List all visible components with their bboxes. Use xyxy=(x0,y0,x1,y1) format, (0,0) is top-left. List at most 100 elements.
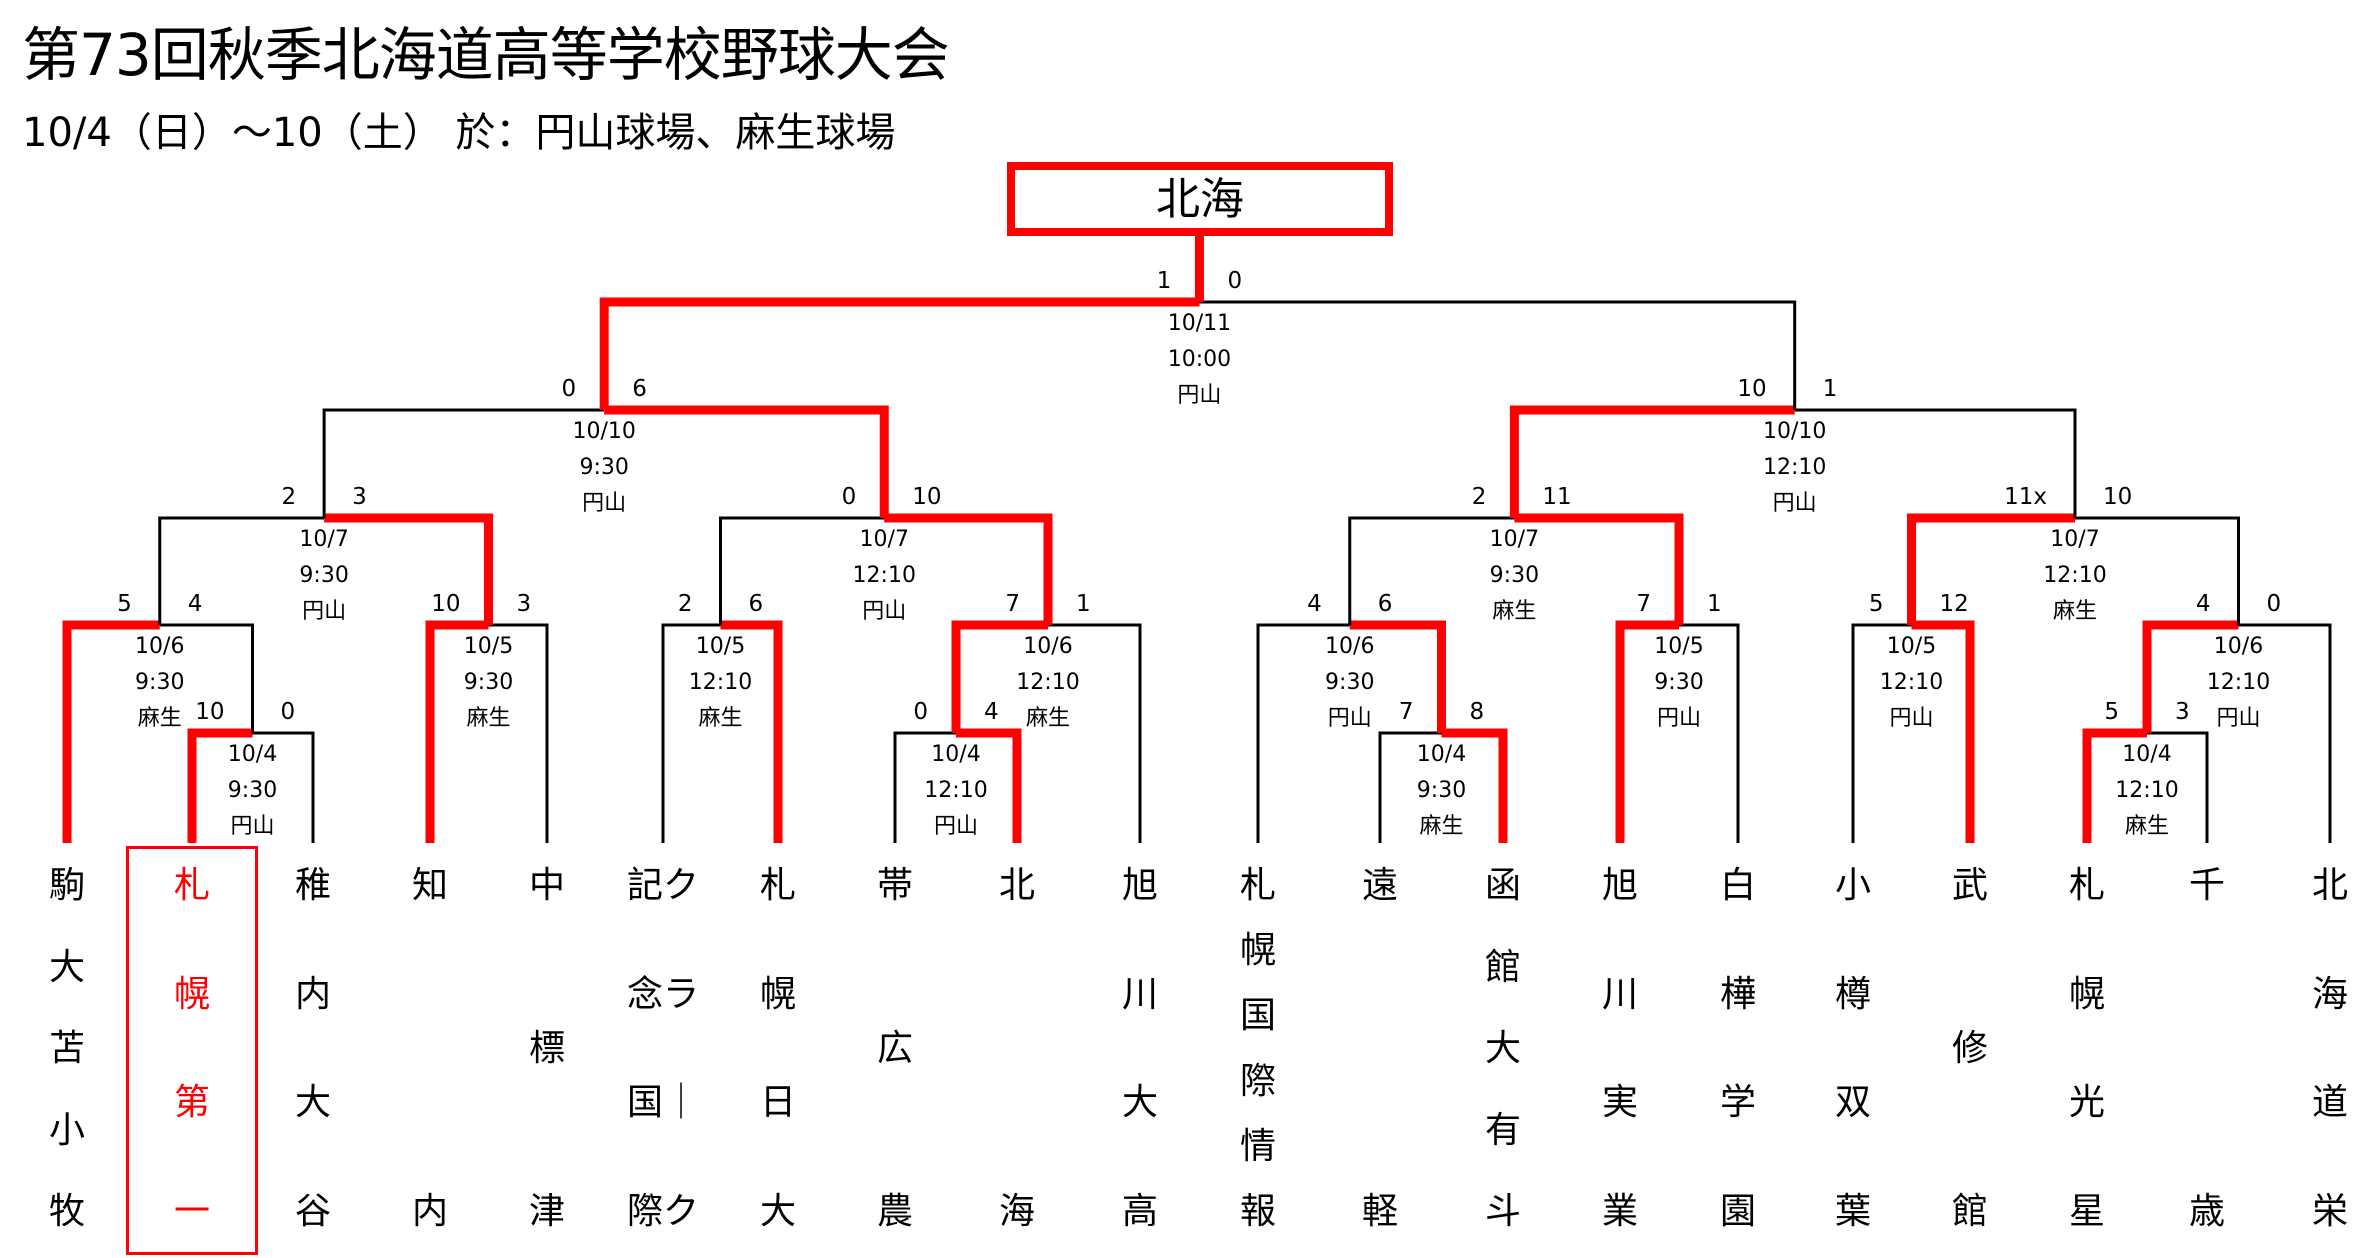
champion-name: 北海 xyxy=(1156,174,1244,225)
game-date: 10/6 xyxy=(135,634,184,659)
score-right: 0 xyxy=(1227,268,1242,294)
team-name-char: 農 xyxy=(876,1191,913,1232)
game-date: 10/6 xyxy=(1325,634,1374,659)
bracket-line-r2d xyxy=(951,620,1048,733)
game-venue: 円山 xyxy=(1177,383,1221,408)
team-name-char: 海 xyxy=(998,1191,1035,1232)
team-name-char: 歳 xyxy=(2188,1191,2225,1232)
score-left: 4 xyxy=(1307,591,1322,617)
team-name-char: 白 xyxy=(1719,865,1756,906)
bracket-line-r2h xyxy=(2142,620,2239,733)
team-name-char: 北 xyxy=(2311,865,2348,906)
team-name-char: 国｜ xyxy=(626,1082,699,1124)
game-time: 12:10 xyxy=(1016,670,1079,695)
team-name: 武修館 xyxy=(1910,868,2030,1258)
score-left: 4 xyxy=(2196,591,2211,617)
score-left: 5 xyxy=(1869,591,1884,617)
score-right: 4 xyxy=(188,591,203,617)
team-name-char: 斗 xyxy=(1484,1191,1521,1232)
score-left: 10 xyxy=(431,591,460,617)
game-venue: 円山 xyxy=(230,814,274,839)
score-left: 7 xyxy=(1399,699,1414,725)
team-name-char: 旭 xyxy=(1601,865,1638,906)
bracket-line-qfc xyxy=(1514,513,1684,625)
game-date: 10/4 xyxy=(228,742,277,767)
score-right: 8 xyxy=(1470,699,1485,725)
team-name: 旭川実業 xyxy=(1560,868,1680,1258)
team-name: 札幌日大 xyxy=(718,868,838,1258)
team-name-char: 帯 xyxy=(876,865,913,906)
team-name-char: 北 xyxy=(998,865,1035,906)
bracket-line-r2b xyxy=(425,620,489,843)
team-name-char: 栄 xyxy=(2311,1191,2348,1232)
team-name-char: 念ラ xyxy=(626,973,699,1015)
score-left: 11x xyxy=(2004,484,2047,510)
game-date: 10/5 xyxy=(1887,634,1936,659)
team-name-char: 実 xyxy=(1601,1082,1638,1124)
game-date: 10/7 xyxy=(299,527,348,552)
bracket-line-r1b xyxy=(893,731,956,843)
team-name-char: 武 xyxy=(1951,865,1988,906)
team-name-char: 旭 xyxy=(1121,865,1158,906)
team-name-char: 軽 xyxy=(1361,1191,1398,1232)
game-time: 12:10 xyxy=(1763,455,1826,480)
team-name-char: 修 xyxy=(1951,1028,1988,1069)
team-name-char: 大 xyxy=(48,946,85,988)
game-date: 10/7 xyxy=(1490,527,1539,552)
game-venue: 麻生 xyxy=(2053,599,2097,624)
game-time: 9:30 xyxy=(299,563,348,588)
game-venue: 円山 xyxy=(934,814,978,839)
game-date: 10/11 xyxy=(1168,311,1231,336)
game-date: 10/5 xyxy=(1654,634,1703,659)
score-right: 6 xyxy=(749,591,764,617)
game-venue: 円山 xyxy=(582,491,626,516)
team-name-char: 牧 xyxy=(48,1191,85,1232)
team-name-char: 学 xyxy=(1719,1082,1756,1124)
team-name-char: 星 xyxy=(2068,1191,2105,1232)
score-left: 2 xyxy=(281,484,296,510)
team-name-char: 幌 xyxy=(2068,973,2105,1015)
team-name: 札幌国際情報 xyxy=(1198,868,1318,1258)
team-name-char: 函 xyxy=(1484,865,1521,906)
game-time: 9:30 xyxy=(228,778,277,803)
tournament-subtitle: 10/4（日）～10（土） 於：円山球場、麻生球場 xyxy=(22,110,896,156)
game-time: 9:30 xyxy=(1654,670,1703,695)
team-name: 小樽双葉 xyxy=(1793,868,1913,1258)
bracket-line-qfb xyxy=(719,516,885,625)
game-date: 10/4 xyxy=(1417,742,1466,767)
game-time: 12:10 xyxy=(2207,670,2270,695)
team-name: 函館大有斗 xyxy=(1443,868,1563,1258)
bracket-line-qfa xyxy=(324,513,493,625)
team-name-char: 情 xyxy=(1239,1125,1276,1167)
bracket-line-r1a xyxy=(252,731,315,843)
team-name-char: 館 xyxy=(1951,1191,1988,1232)
tournament-title: 第73回秋季北海道高等学校野球大会 xyxy=(22,21,950,89)
team-name-char: 知 xyxy=(411,865,448,906)
team-name-char: 園 xyxy=(1719,1191,1756,1232)
team-name-char: 一 xyxy=(173,1191,210,1232)
team-name: 遠軽 xyxy=(1320,868,1440,1258)
team-name-char: 稚 xyxy=(294,865,331,906)
game-time: 9:30 xyxy=(135,670,184,695)
team-name-char: 日 xyxy=(759,1082,796,1124)
champion-box xyxy=(1007,162,1393,236)
team-name-char: 幌 xyxy=(173,973,210,1015)
bracket-line-sfb xyxy=(1509,405,1795,518)
score-right: 6 xyxy=(1378,591,1393,617)
bracket-line-r1b xyxy=(956,728,1022,843)
team-name-char: 樺 xyxy=(1719,973,1756,1015)
team-name-char: 報 xyxy=(1239,1191,1276,1232)
game-venue: 円山 xyxy=(1328,706,1372,731)
game-time: 12:10 xyxy=(1880,670,1943,695)
game-time: 9:30 xyxy=(1490,563,1539,588)
game-venue: 麻生 xyxy=(466,706,510,731)
bracket-line-r2c xyxy=(720,620,783,843)
game-time: 12:10 xyxy=(853,563,916,588)
team-name: 北海 xyxy=(957,868,1077,1258)
team-name-char: 札 xyxy=(173,865,210,906)
game-date: 10/5 xyxy=(696,634,745,659)
team-name-char: 有 xyxy=(1484,1109,1521,1151)
bracket-line-qfa xyxy=(158,516,325,625)
score-right: 10 xyxy=(2103,484,2132,510)
